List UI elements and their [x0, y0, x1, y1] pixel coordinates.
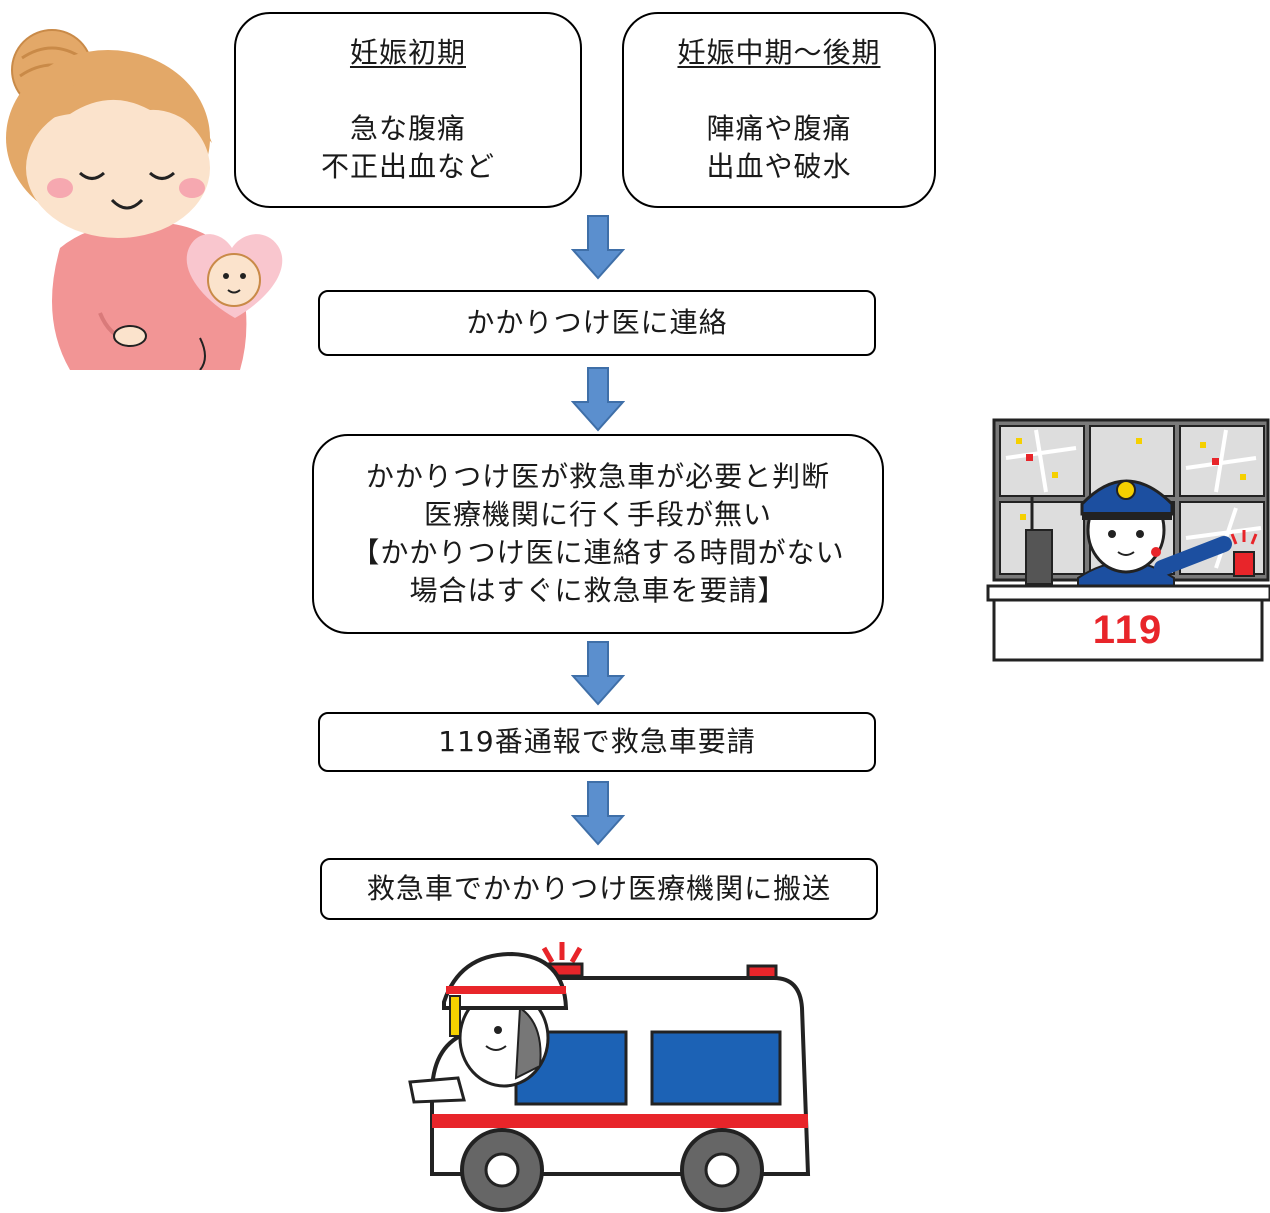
down-arrow-icon [571, 781, 625, 846]
ambulance-illustration [408, 942, 811, 1212]
symptom-box-early: 妊娠初期 急な腹痛 不正出血など [234, 12, 582, 208]
symptom-heading-early: 妊娠初期 [349, 36, 466, 69]
step-label: 119番通報で救急車要請 [438, 725, 756, 758]
symptom-line: 出血や破水 [706, 150, 852, 183]
desk-119-label: 119 [1092, 608, 1164, 652]
symptom-line: 急な腹痛 [349, 112, 466, 145]
step-transport: 救急車でかかりつけ医療機関に搬送 [320, 858, 878, 920]
symptom-line: 陣痛や腹痛 [706, 112, 852, 145]
down-arrow-icon [571, 641, 625, 706]
judgement-line: 【かかりつけ医に連絡する時間がない [351, 536, 845, 569]
step-label: かかりつけ医に連絡 [466, 306, 728, 339]
step-contact-doctor: かかりつけ医に連絡 [318, 290, 876, 356]
step-call-119: 119番通報で救急車要請 [318, 712, 876, 772]
dispatcher-illustration: 119 [986, 418, 1270, 662]
dispatcher-drawing [986, 418, 1270, 662]
judgement-line: 医療機関に行く手段が無い [423, 498, 772, 531]
symptom-line: 不正出血など [320, 150, 495, 183]
step-judgement: かかりつけ医が救急車が必要と判断 医療機関に行く手段が無い 【かかりつけ医に連絡… [312, 434, 884, 634]
step-label: 救急車でかかりつけ医療機関に搬送 [366, 872, 832, 905]
judgement-line: 場合はすぐに救急車を要請】 [409, 574, 787, 607]
symptom-box-mid-late: 妊娠中期～後期 陣痛や腹痛 出血や破水 [622, 12, 936, 208]
down-arrow-icon [571, 215, 625, 280]
down-arrow-icon [571, 367, 625, 432]
pregnant-woman-illustration [6, 29, 283, 370]
symptom-heading-mid-late: 妊娠中期～後期 [677, 36, 881, 69]
judgement-line: かかりつけ医が救急車が必要と判断 [365, 460, 831, 493]
